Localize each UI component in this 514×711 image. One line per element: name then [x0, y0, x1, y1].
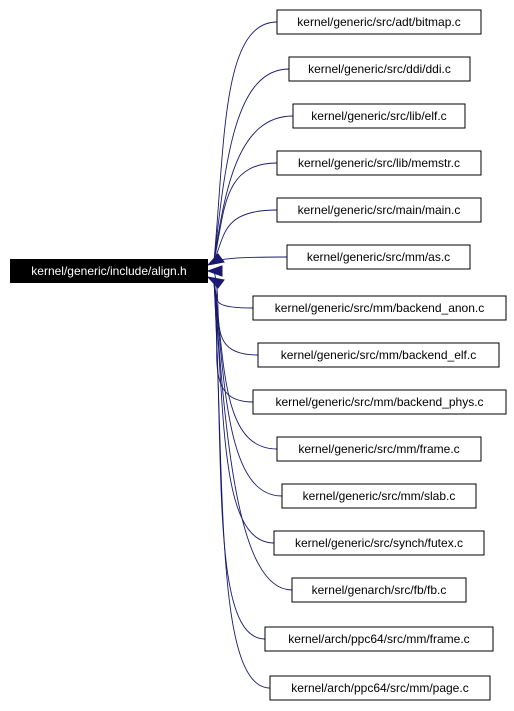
file-node-box[interactable]	[286, 244, 471, 270]
dependency-edge	[213, 280, 293, 591]
file-node-box[interactable]	[252, 389, 507, 415]
file-node[interactable]: kernel/generic/src/mm/slab.c	[281, 483, 477, 509]
file-node-box[interactable]	[257, 342, 500, 368]
file-node-box[interactable]	[264, 626, 494, 652]
dependency-edge	[213, 280, 266, 640]
dependency-edge	[213, 280, 278, 450]
file-node[interactable]: kernel/generic/src/mm/frame.c	[276, 436, 482, 462]
file-nodes: kernel/generic/src/adt/bitmap.c kernel/ge…	[252, 9, 507, 701]
file-node[interactable]: kernel/generic/src/ddi/ddi.c	[288, 56, 471, 82]
file-node[interactable]: kernel/arch/ppc64/src/mm/frame.c	[264, 626, 494, 652]
dependency-edge	[213, 256, 288, 262]
file-node-label[interactable]: kernel/arch/ppc64/src/mm/frame.c	[288, 632, 469, 646]
file-node-box[interactable]	[281, 483, 477, 509]
dependency-edge	[213, 280, 271, 689]
file-node-label[interactable]: kernel/generic/src/lib/elf.c	[311, 109, 446, 123]
arrowhead	[206, 265, 223, 277]
source-node-box[interactable]	[10, 259, 208, 283]
file-node[interactable]: kernel/genarch/src/fb/fb.c	[291, 577, 467, 603]
file-node-box[interactable]	[288, 56, 471, 82]
file-node-label[interactable]: kernel/generic/src/lib/memstr.c	[298, 156, 460, 170]
file-node[interactable]: kernel/generic/src/lib/elf.c	[292, 103, 466, 129]
file-node-label[interactable]: kernel/genarch/src/fb/fb.c	[312, 583, 447, 597]
file-node-label[interactable]: kernel/generic/src/ddi/ddi.c	[308, 62, 451, 76]
file-node-box[interactable]	[273, 530, 485, 556]
file-node-label[interactable]: kernel/generic/src/mm/slab.c	[303, 489, 456, 503]
file-node-box[interactable]	[276, 436, 482, 462]
file-node-label[interactable]: kernel/generic/src/mm/frame.c	[298, 442, 459, 456]
file-node-label[interactable]: kernel/generic/src/mm/backend_elf.c	[281, 348, 476, 362]
source-node[interactable]: kernel/generic/include/align.h	[10, 259, 208, 283]
file-node[interactable]: kernel/generic/src/lib/memstr.c	[276, 150, 482, 176]
dependency-edge	[213, 209, 278, 262]
arrowhead	[206, 253, 225, 266]
arrowhead	[206, 276, 225, 289]
file-node-box[interactable]	[276, 150, 482, 176]
dependency-edge	[213, 21, 278, 262]
file-node[interactable]: kernel/generic/src/main/main.c	[276, 197, 482, 223]
file-node[interactable]: kernel/arch/ppc64/src/mm/page.c	[269, 675, 491, 701]
file-node-label[interactable]: kernel/arch/ppc64/src/mm/page.c	[291, 681, 468, 695]
file-node-box[interactable]	[252, 295, 507, 321]
file-node-box[interactable]	[269, 675, 491, 701]
file-node-box[interactable]	[276, 197, 482, 223]
file-node-box[interactable]	[291, 577, 467, 603]
source-node-label[interactable]: kernel/generic/include/align.h	[31, 264, 186, 278]
file-node[interactable]: kernel/generic/src/mm/as.c	[286, 244, 471, 270]
file-node-label[interactable]: kernel/generic/src/adt/bitmap.c	[297, 15, 460, 29]
file-node-label[interactable]: kernel/generic/src/mm/backend_phys.c	[275, 395, 483, 409]
file-node-label[interactable]: kernel/generic/src/mm/as.c	[307, 250, 450, 264]
file-node[interactable]: kernel/generic/src/mm/backend_anon.c	[252, 295, 507, 321]
file-node-box[interactable]	[292, 103, 466, 129]
dependency-edge	[213, 162, 278, 262]
file-node[interactable]: kernel/generic/src/mm/backend_elf.c	[257, 342, 500, 368]
file-node[interactable]: kernel/generic/src/synch/futex.c	[273, 530, 485, 556]
file-node[interactable]: kernel/generic/src/mm/backend_phys.c	[252, 389, 507, 415]
dependency-edge	[213, 280, 283, 497]
dependency-edge	[213, 115, 294, 262]
dependency-edges	[206, 21, 294, 689]
file-node[interactable]: kernel/generic/src/adt/bitmap.c	[276, 9, 482, 35]
dependency-edge	[213, 68, 290, 262]
file-node-label[interactable]: kernel/generic/src/main/main.c	[298, 203, 461, 217]
file-node-box[interactable]	[276, 9, 482, 35]
file-node-label[interactable]: kernel/generic/src/synch/futex.c	[295, 536, 463, 550]
file-node-label[interactable]: kernel/generic/src/mm/backend_anon.c	[275, 301, 484, 315]
